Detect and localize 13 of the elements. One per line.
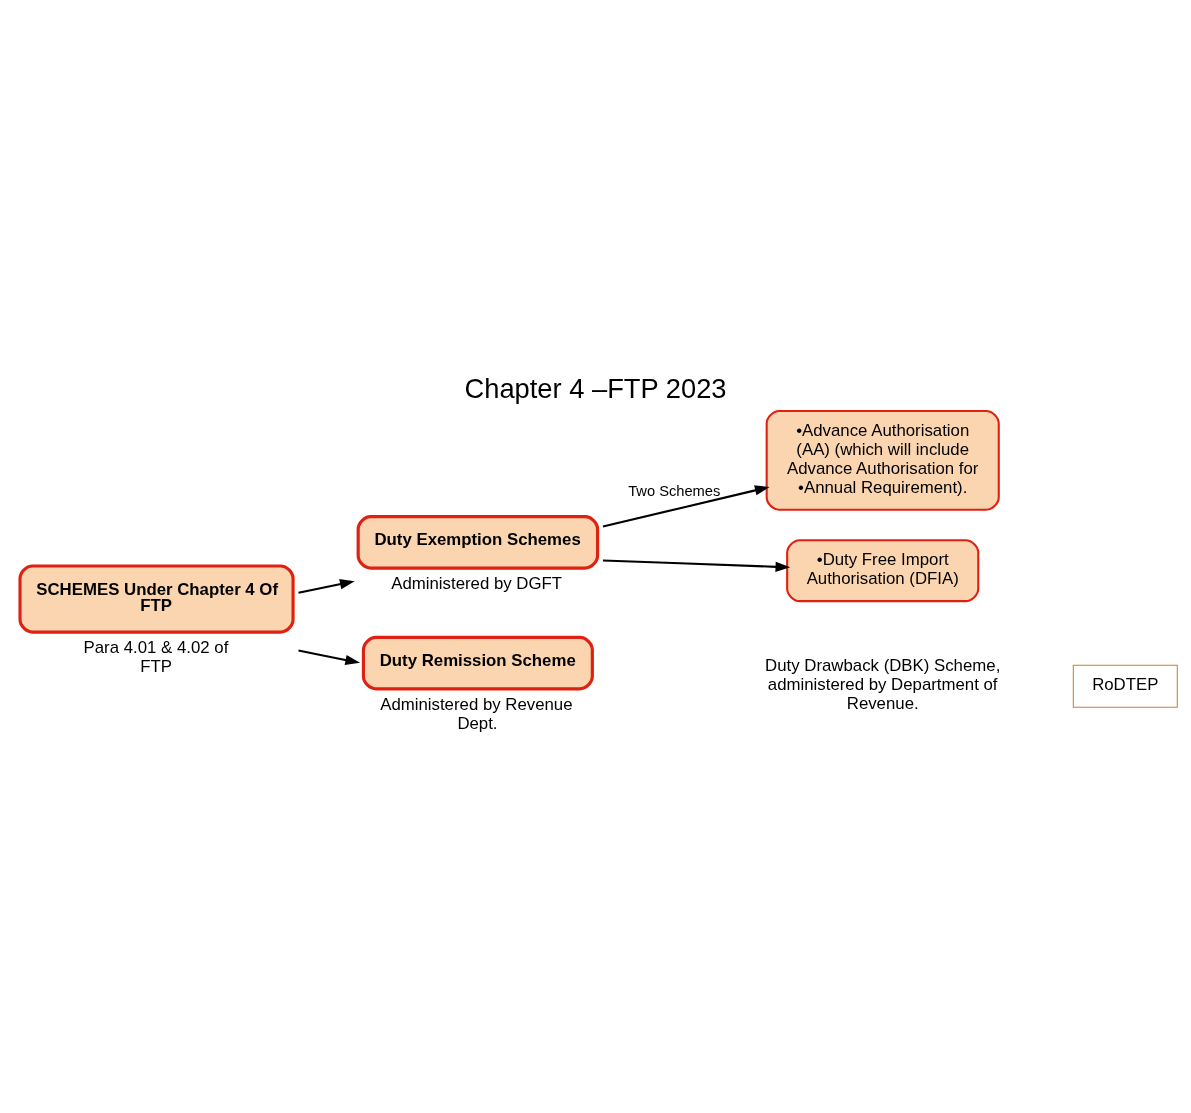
arrow xyxy=(298,579,355,594)
arrow xyxy=(602,485,770,528)
edge-label: Two Schemes xyxy=(628,483,721,500)
node-box: •Advance Authorisation (AA) (which will include Advance Authorisation for •Annual Requirement). xyxy=(765,410,1000,511)
label: Duty Drawback (DBK) Scheme, administered by Department of Revenue. xyxy=(765,656,1001,714)
node-label: Administered by DGFT xyxy=(391,574,563,594)
arrow xyxy=(602,559,791,572)
node-label: Para 4.01 & 4.02 of FTP xyxy=(83,638,229,677)
diagram-title: Chapter 4 –FTP 2023 xyxy=(464,373,727,405)
node-box: RoDTEP xyxy=(1072,664,1178,708)
node-label: Administered by Revenue Dept. xyxy=(380,695,573,734)
node-box: •Duty Free Import Authorisation (DFIA) xyxy=(786,539,980,603)
arrow xyxy=(298,649,361,666)
